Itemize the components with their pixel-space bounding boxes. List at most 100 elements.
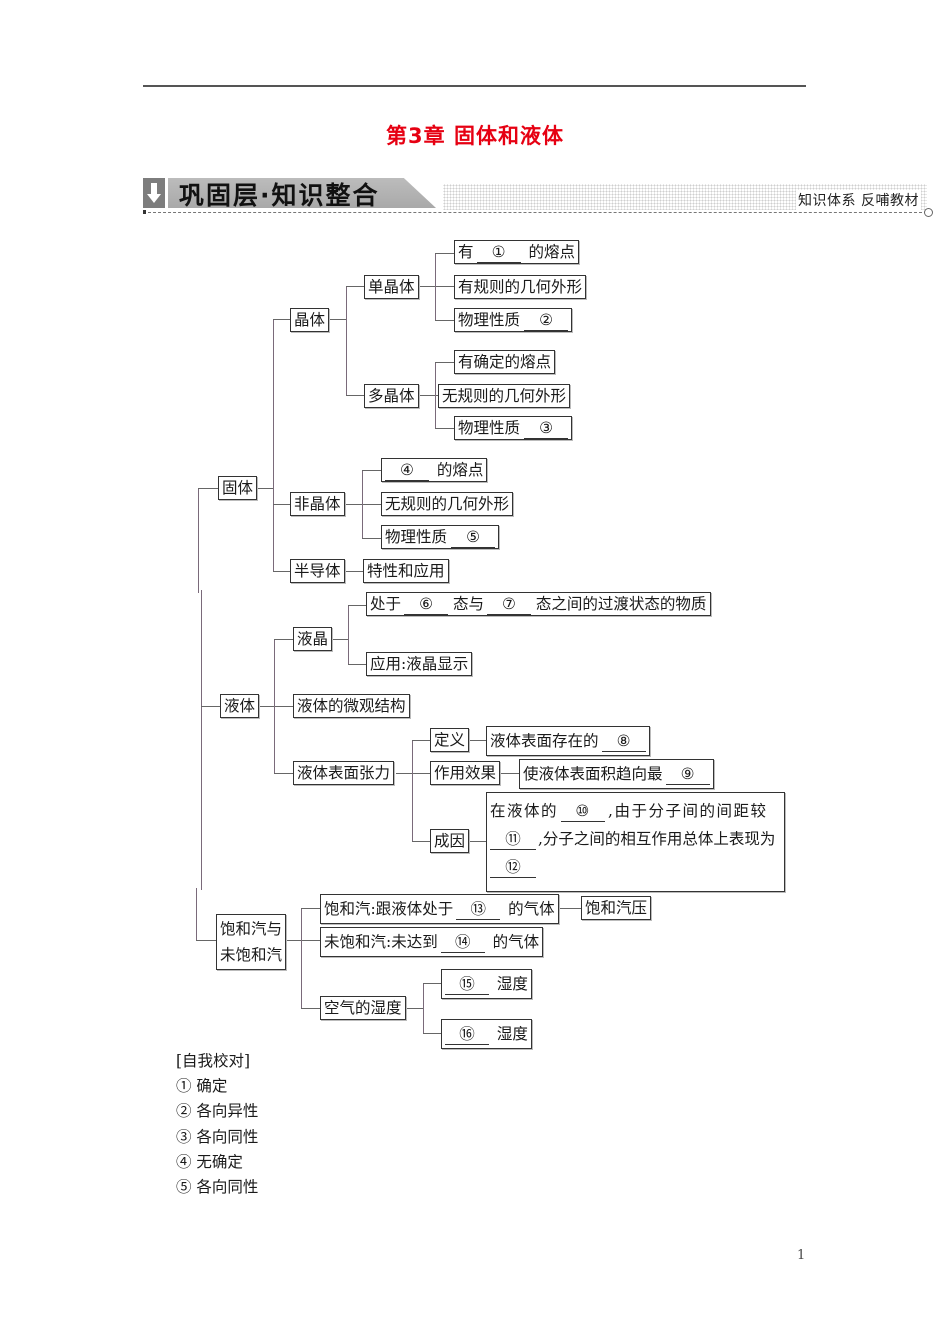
connector bbox=[273, 319, 290, 320]
banner-dashed-rule bbox=[143, 212, 927, 213]
connector bbox=[348, 605, 349, 664]
connector bbox=[201, 590, 202, 890]
answer-5: ⑤ 各向同性 bbox=[176, 1178, 259, 1197]
connector bbox=[258, 706, 293, 707]
node-single-crystal: 单晶体 bbox=[364, 275, 419, 299]
node-tension-cause: 成因 bbox=[430, 829, 470, 853]
text: 的气体 bbox=[487, 933, 540, 951]
banner-title: 巩固层·知识整合 bbox=[179, 181, 380, 210]
node-amorphous-melting-point: ④ 的熔点 bbox=[381, 458, 488, 482]
chapter-title: 第3章 固体和液体 bbox=[386, 124, 564, 148]
connector bbox=[418, 395, 438, 396]
connector bbox=[198, 488, 218, 489]
answer-2: ② 各向异性 bbox=[176, 1102, 259, 1121]
connector bbox=[435, 253, 454, 254]
blank-14: ⑭ bbox=[440, 933, 485, 953]
node-single-shape: 有规则的几何外形 bbox=[454, 275, 587, 299]
connector bbox=[273, 319, 274, 571]
node-air-humidity: 空气的湿度 bbox=[320, 996, 406, 1020]
connector bbox=[435, 428, 454, 429]
node-liquid-crystal: 液晶 bbox=[293, 627, 333, 651]
text: 饱和汽与 bbox=[220, 920, 283, 938]
connector bbox=[345, 571, 363, 572]
node-liquid-micro-structure: 液体的微观结构 bbox=[293, 694, 410, 718]
connector bbox=[348, 664, 366, 665]
down-arrow-icon bbox=[143, 178, 165, 208]
blank-5: ⑤ bbox=[451, 528, 496, 548]
blank-4: ④ bbox=[385, 461, 429, 481]
connector bbox=[256, 488, 273, 489]
self-check: [自我校对] ① 确定 ② 各向异性 ③ 各向同性 ④ 无确定 ⑤ 各向同性 bbox=[176, 1049, 258, 1200]
connector bbox=[423, 983, 441, 984]
node-surface-tension: 液体表面张力 bbox=[293, 761, 395, 785]
connector bbox=[499, 773, 519, 774]
connector bbox=[418, 286, 454, 287]
connector bbox=[362, 470, 381, 471]
blank-6: ⑥ bbox=[404, 595, 449, 615]
connector bbox=[348, 605, 366, 606]
connector bbox=[273, 504, 290, 505]
answer-3: ③ 各向同性 bbox=[176, 1127, 259, 1146]
blank-16: ⑯ bbox=[445, 1025, 489, 1045]
blank-11: ⑪ bbox=[490, 830, 536, 850]
text: ,分子之间的相互作用总体上表现为 bbox=[538, 830, 776, 848]
connector bbox=[274, 773, 293, 774]
node-amorphous: 非晶体 bbox=[290, 492, 345, 516]
node-tension-definition: 定义 bbox=[430, 728, 470, 752]
connector bbox=[301, 1008, 320, 1009]
blank-15: ⑮ bbox=[445, 975, 489, 995]
node-solid: 固体 bbox=[218, 476, 258, 500]
connector bbox=[468, 841, 488, 842]
answer-4: ④ 无确定 bbox=[176, 1152, 243, 1171]
banner-tab bbox=[168, 178, 436, 208]
connector bbox=[301, 908, 302, 1008]
node-crystal: 晶体 bbox=[290, 308, 330, 332]
connector bbox=[196, 940, 216, 941]
node-liquid-crystal-application: 应用:液晶显示 bbox=[366, 652, 473, 676]
text: 湿度 bbox=[492, 975, 528, 993]
node-humidity-15: ⑮ 湿度 bbox=[441, 969, 532, 999]
connector bbox=[362, 538, 381, 539]
connector bbox=[328, 319, 346, 320]
connector bbox=[346, 286, 347, 395]
text: 态与 bbox=[448, 595, 484, 613]
connector bbox=[331, 639, 348, 640]
connector bbox=[435, 362, 454, 363]
section-banner: 巩固层·知识整合 知识体系 反哺教材 bbox=[143, 176, 933, 217]
connector bbox=[560, 908, 581, 909]
node-poly-melting-point: 有确定的熔点 bbox=[454, 350, 556, 374]
connector bbox=[274, 639, 293, 640]
text: 饱和汽:跟液体处于 bbox=[324, 900, 454, 918]
text: 物理性质 bbox=[385, 528, 448, 546]
connector bbox=[412, 740, 430, 741]
blank-10: ⑩ bbox=[561, 802, 606, 822]
node-semiconductor-use: 特性和应用 bbox=[363, 559, 449, 583]
text: 未饱和汽:未达到 bbox=[324, 933, 438, 951]
node-liquid: 液体 bbox=[220, 694, 260, 718]
connector bbox=[435, 320, 454, 321]
text: 的熔点 bbox=[432, 461, 484, 479]
text: 未饱和汽 bbox=[220, 946, 283, 964]
connector bbox=[412, 740, 413, 841]
text: 在液体的 bbox=[490, 802, 559, 820]
text: 使液体表面积趋向最 bbox=[523, 765, 663, 783]
node-humidity-16: ⑯ 湿度 bbox=[441, 1019, 532, 1049]
text: 物理性质 bbox=[458, 419, 521, 437]
text: 物理性质 bbox=[458, 311, 521, 329]
banner-start-mark bbox=[143, 210, 146, 214]
node-tension-effect: 作用效果 bbox=[430, 761, 501, 785]
connector bbox=[196, 888, 197, 940]
blank-12: ⑫ bbox=[490, 858, 536, 878]
banner-end-circle-icon bbox=[924, 208, 933, 217]
connector bbox=[435, 362, 436, 428]
blank-13: ⑬ bbox=[456, 900, 501, 920]
text: 的熔点 bbox=[523, 243, 575, 261]
text: 处于 bbox=[370, 595, 402, 613]
banner-subtitle: 知识体系 反哺教材 bbox=[796, 190, 921, 210]
